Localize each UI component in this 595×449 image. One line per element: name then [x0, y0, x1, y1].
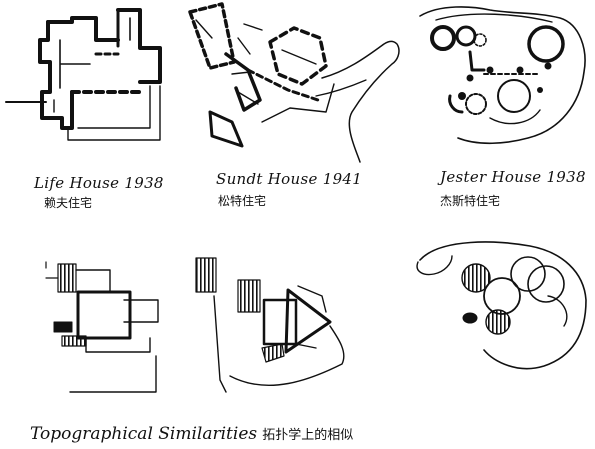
sundt-house-name: Sundt House	[216, 170, 318, 188]
jester-house-year: 1938	[546, 168, 586, 186]
jester-house-name-zh: 杰斯特住宅	[440, 194, 501, 208]
jester-house-label: Jester House 1938	[440, 168, 586, 186]
life-house-plan	[5, 8, 162, 141]
jester-dots	[458, 62, 552, 100]
life-house-name: Life House	[34, 174, 120, 192]
sundt-house-name-zh: 松特住宅	[218, 194, 267, 208]
jester-house-name: Jester House	[440, 168, 542, 186]
life-house-diagram	[45, 261, 159, 393]
sundt-house-diagram	[195, 257, 345, 393]
sundt-house-plan	[188, 2, 400, 163]
sundt-house-label: Sundt House 1941	[216, 170, 362, 188]
jester-house-plan	[419, 6, 586, 145]
life-house-name-zh: 赖夫住宅	[44, 196, 93, 210]
life-house-label: Life House 1938	[34, 174, 164, 192]
caption-zh: 拓扑学上的相似	[262, 428, 354, 443]
sundt-house-year: 1941	[322, 170, 363, 188]
caption-en: Topographical Similarities	[30, 424, 258, 444]
life-house-year: 1938	[124, 174, 164, 192]
figure-caption: Topographical Similarities 拓扑学上的相似	[30, 424, 353, 444]
jester-house-diagram	[416, 241, 587, 370]
